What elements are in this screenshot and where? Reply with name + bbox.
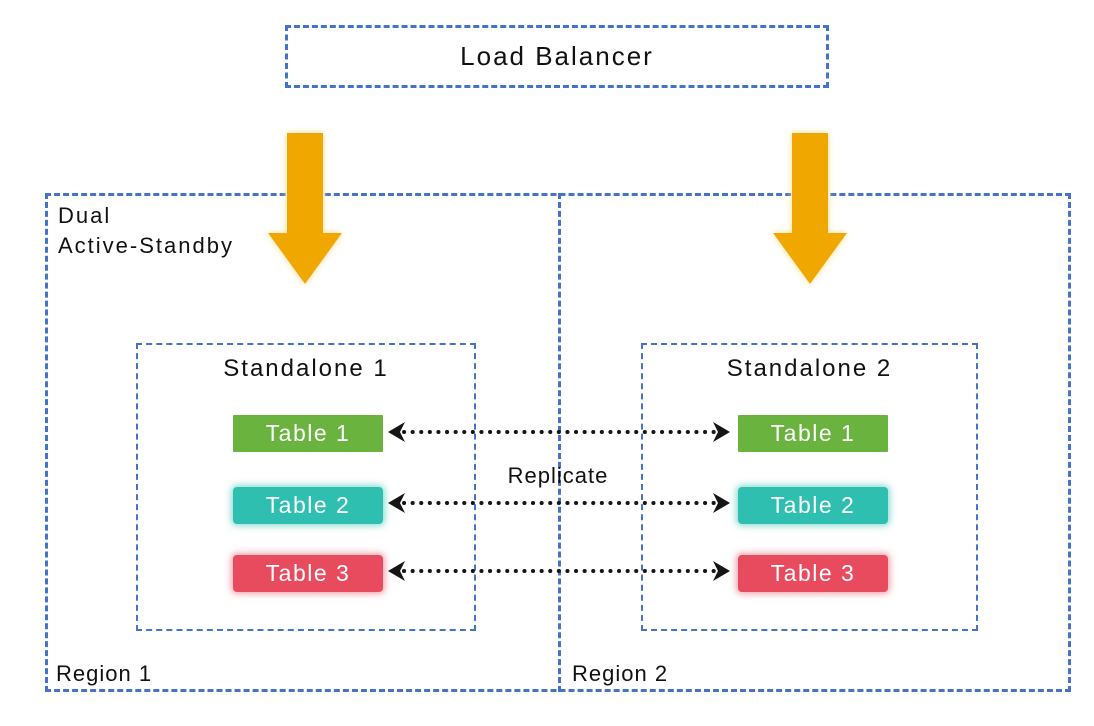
standalone-2-box: Standalone 2 Table 1 Table 2 Table 3 bbox=[641, 343, 978, 631]
table-label: Table 3 bbox=[265, 560, 351, 586]
table-label: Table 2 bbox=[265, 492, 351, 518]
standalone1-table-3: Table 3 bbox=[233, 555, 383, 592]
load-balancer-box: Load Balancer bbox=[285, 25, 829, 88]
region-divider-line bbox=[558, 193, 561, 692]
region-2-label: Region 2 bbox=[572, 661, 669, 686]
standalone-1-title: Standalone 1 bbox=[223, 355, 389, 382]
standalone1-table-2: Table 2 bbox=[233, 487, 383, 524]
standalone-2-title: Standalone 2 bbox=[726, 355, 893, 382]
standalone2-table-2: Table 2 bbox=[738, 487, 888, 524]
table-label: Table 3 bbox=[770, 560, 856, 586]
standalone1-table-1: Table 1 bbox=[233, 415, 383, 452]
standalone-1-box: Standalone 1 Table 1 Table 2 Table 3 bbox=[136, 343, 476, 631]
dual-label-line1: Dual bbox=[58, 203, 112, 228]
dual-active-standby-label: Dual Active-Standby bbox=[58, 201, 234, 261]
standalone2-table-1: Table 1 bbox=[738, 415, 888, 452]
table-label: Table 1 bbox=[265, 420, 351, 446]
load-balancer-label: Load Balancer bbox=[460, 41, 654, 71]
dual-label-line2: Active-Standby bbox=[58, 233, 234, 258]
region-1-label: Region 1 bbox=[56, 661, 153, 686]
standalone2-table-3: Table 3 bbox=[738, 555, 888, 592]
replicate-label: Replicate bbox=[507, 463, 609, 488]
table-label: Table 1 bbox=[770, 420, 856, 446]
table-label: Table 2 bbox=[770, 492, 856, 518]
